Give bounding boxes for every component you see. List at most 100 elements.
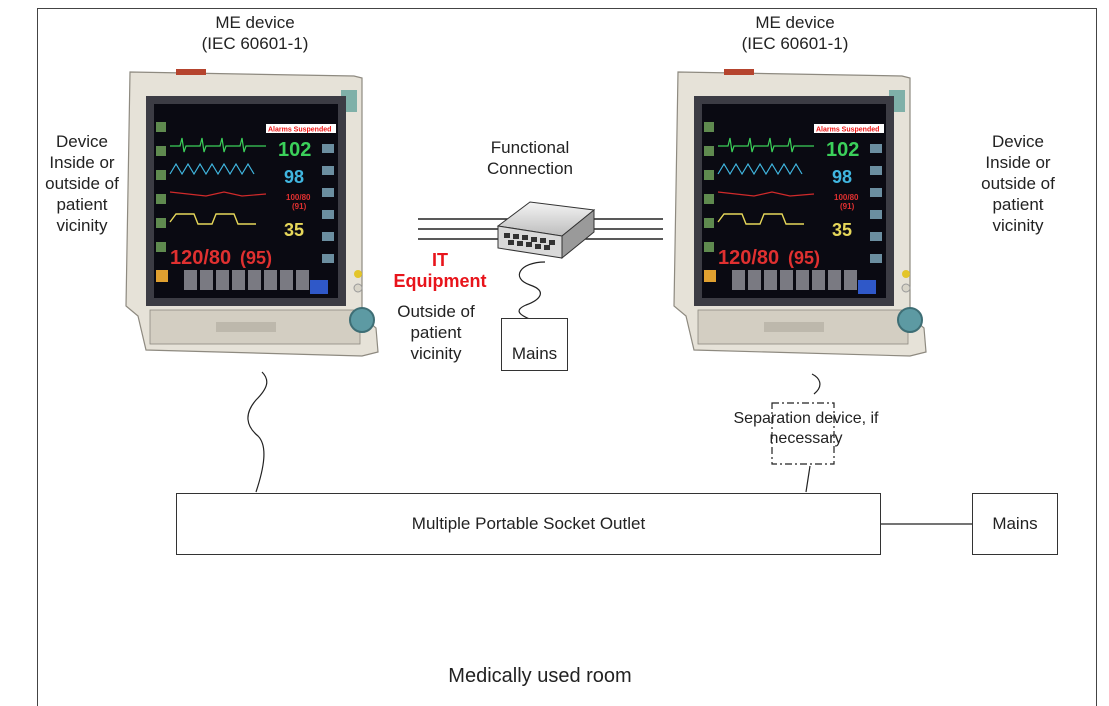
monitor-bottom-key [748, 270, 761, 290]
monitor-rotary-knob [349, 307, 375, 333]
left-monitor-cable [247, 371, 268, 493]
right-location-line: Device [992, 132, 1044, 151]
monitor-left-key [156, 146, 166, 156]
monitor-alarm-light [176, 69, 206, 75]
monitor-bottom-key [844, 270, 857, 290]
temp-value: 35 [284, 220, 304, 240]
monitor-side-button [902, 270, 910, 278]
socket-outlet-label: Multiple Portable Socket Outlet [411, 514, 646, 533]
monitor-right-key [322, 144, 334, 153]
left-device-title-line1: ME device [215, 13, 295, 32]
art-waveform [717, 191, 815, 197]
ecg-waveform [718, 137, 814, 153]
right-location-line: vicinity [992, 216, 1044, 235]
right-location-line: outside of [981, 174, 1055, 193]
separation-device-line: necessary [769, 430, 843, 447]
monitor-right-key [322, 210, 334, 219]
monitor-bottom-key [264, 270, 277, 290]
monitor-right-key [870, 210, 882, 219]
temp-value: 35 [832, 220, 852, 240]
left-location-line: patient [56, 195, 108, 214]
nbp-mean-small-value: (91) [840, 202, 855, 211]
nbp-small-value: 100/80 [834, 193, 859, 202]
monitor-right-key [322, 254, 334, 263]
monitor-bottom-key [764, 270, 777, 290]
nbp-big-mean-value: (95) [240, 248, 272, 268]
monitor-left-key [704, 242, 714, 252]
room-label: Medically used room [448, 665, 632, 687]
separation-cable [805, 465, 811, 493]
monitor-bottom-key [704, 270, 716, 282]
alarm-banner-box [266, 124, 336, 133]
monitor-bottom-key [216, 270, 229, 290]
monitor-bottom-key [828, 270, 841, 290]
heart-rate-value: 102 [826, 139, 859, 161]
monitor-base-slot [216, 322, 276, 332]
left-me-device-monitor: Alarms Suspended10298100/80(91)35120/80(… [125, 69, 379, 357]
monitor-right-key [322, 166, 334, 175]
right-monitor-cable [811, 373, 821, 395]
mains-it-label: Mains [511, 344, 558, 363]
pleth-waveform [169, 162, 255, 176]
nbp-small-value: 100/80 [286, 193, 311, 202]
left-device-title: ME device (IEC 60601-1) [185, 12, 325, 54]
mains-outlet-label: Mains [992, 514, 1038, 533]
monitor-right-key [870, 254, 882, 263]
alarm-banner-text: Alarms Suspended [816, 127, 879, 134]
monitor-right-key [322, 188, 334, 197]
ecg-waveform [170, 137, 266, 153]
functional-connection-label: Functional Connection [460, 137, 600, 179]
it-equipment-title-line: IT [432, 250, 448, 270]
resp-waveform [169, 213, 256, 225]
nbp-big-value: 120/80 [718, 247, 779, 269]
monitor-bottom-key [232, 270, 245, 290]
right-device-location: Device Inside or outside of patient vici… [966, 131, 1070, 236]
monitor-side-button [901, 283, 911, 293]
monitor-bottom-key [280, 270, 293, 290]
monitor-left-key [156, 170, 166, 180]
monitor-right-key [870, 188, 882, 197]
nbp-big-value: 120/80 [170, 247, 231, 269]
resp-waveform [717, 213, 804, 225]
it-location-line: vicinity [410, 344, 462, 363]
separation-device-box [771, 402, 835, 465]
monitor-left-key [156, 242, 166, 252]
nbp-big-mean-value: (95) [788, 248, 820, 268]
network-switch-icon [496, 201, 596, 260]
art-waveform [169, 191, 267, 197]
monitor-left-key [704, 146, 714, 156]
right-location-line: Inside or [985, 153, 1051, 172]
monitor-bottom-key [156, 270, 168, 282]
monitor-right-key [870, 144, 882, 153]
right-location-line: patient [992, 195, 1044, 214]
monitor-bottom-key [248, 270, 261, 290]
socket-outlet-box: Multiple Portable Socket Outlet [176, 493, 881, 555]
right-device-title-line1: ME device [755, 13, 835, 32]
monitor-bottom-key [858, 280, 876, 294]
monitor-alarm-light [724, 69, 754, 75]
right-device-title: ME device (IEC 60601-1) [725, 12, 865, 54]
switch-power-cord [518, 261, 546, 321]
monitor-bottom-key [796, 270, 809, 290]
monitor-bottom-key [296, 270, 309, 290]
left-device-title-line2: (IEC 60601-1) [201, 34, 309, 53]
monitor-base-slot [764, 322, 824, 332]
monitor-screen [154, 104, 338, 298]
monitor-left-key [704, 122, 714, 132]
monitor-side-button [353, 283, 363, 293]
monitor-bottom-key [200, 270, 213, 290]
monitor-bottom-key [310, 280, 328, 294]
alarm-banner-box [814, 124, 884, 133]
monitor-left-key [156, 218, 166, 228]
monitor-side-button [354, 270, 362, 278]
monitor-left-key [704, 170, 714, 180]
left-device-location: Device Inside or outside of patient vici… [30, 131, 134, 236]
left-location-line: Device [56, 132, 108, 151]
medically-used-room-border [37, 8, 1097, 706]
monitor-bottom-key [732, 270, 745, 290]
monitor-rotary-knob [897, 307, 923, 333]
monitor-left-key [704, 194, 714, 204]
monitor-right-key [322, 232, 334, 241]
it-location-line: patient [410, 323, 462, 342]
